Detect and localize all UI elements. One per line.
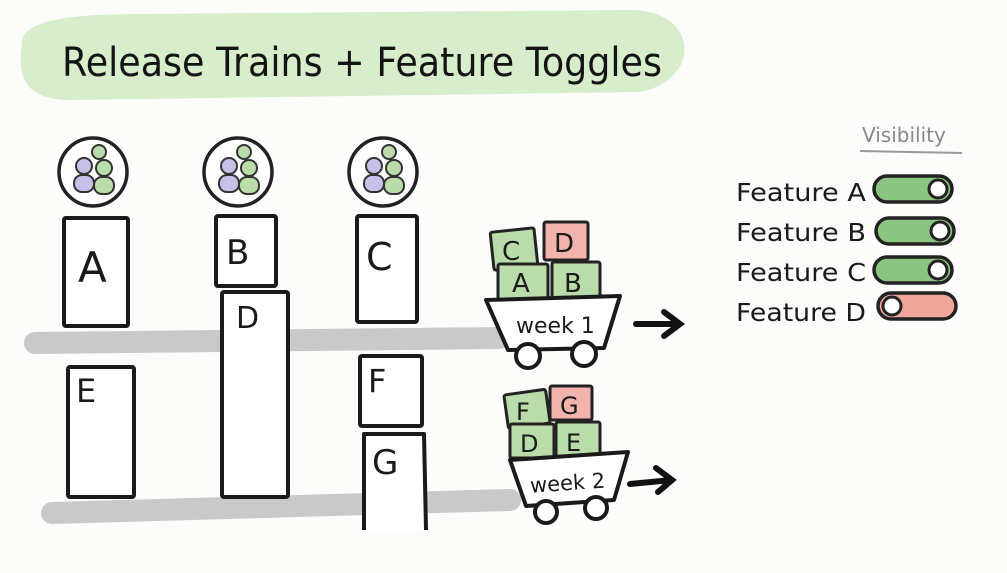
toggle-row-feature-b: Feature B: [736, 216, 956, 247]
arrow-right-icon: [633, 309, 685, 339]
toggle-knob: [927, 259, 949, 281]
work-item-box: [214, 214, 278, 288]
work-item-label: A: [78, 243, 107, 292]
team-avatar-icon: [57, 136, 129, 208]
visibility-panel: Visibility Feature A Feature B Feature C…: [736, 123, 963, 327]
feature-crate: [542, 220, 590, 262]
title-highlight: [20, 10, 685, 100]
work-item-box: [220, 290, 290, 499]
toggle-label: Feature C: [736, 258, 866, 287]
release-train-week-1: C D C A B week 1: [484, 220, 685, 370]
cart-wheel: [533, 499, 559, 525]
release-train-week-2: F G D E week 2: [502, 384, 677, 525]
visibility-heading: Visibility: [862, 123, 946, 147]
work-item-label: D: [236, 301, 259, 336]
crate-label: D: [554, 229, 574, 259]
toggle-row-feature-c: Feature C: [736, 255, 954, 287]
team-avatar-icon: [347, 136, 419, 208]
crate-label: D: [520, 430, 538, 458]
team-avatar-icon: [202, 136, 274, 208]
crate-label: A: [512, 269, 530, 299]
mine-cart: [508, 450, 630, 508]
work-item-label: F: [368, 362, 386, 400]
work-item-box: [355, 214, 419, 324]
toggle-knob: [929, 220, 951, 242]
track-week-2: [41, 489, 521, 524]
toggle-row-feature-a: Feature A: [736, 174, 954, 207]
toggle-row-feature-d: Feature D: [736, 291, 958, 327]
arrow-right-icon: [627, 465, 677, 495]
cart-label: week 2: [529, 469, 606, 498]
toggle-knob: [927, 178, 949, 200]
crate-label: F: [516, 398, 530, 426]
cart-wheel: [583, 495, 609, 521]
toggle-label: Feature B: [736, 218, 866, 247]
toggle-label: Feature A: [736, 178, 866, 207]
work-item-label: G: [372, 443, 398, 483]
toggle-label: Feature D: [736, 298, 866, 327]
cart-wheel: [514, 342, 542, 370]
work-item-label: C: [366, 235, 393, 279]
title-banner: Release Trains + Feature Toggles: [20, 10, 685, 100]
cart-label: week 1: [516, 314, 595, 339]
work-item-box: [62, 216, 130, 328]
mine-cart: [484, 294, 622, 352]
team-1: A E: [57, 136, 136, 499]
toggle-knob: [881, 295, 903, 317]
work-item-box-open: [362, 432, 428, 531]
team-3: C F G: [347, 136, 428, 531]
crate-label: C: [502, 237, 520, 267]
cart-wheel: [570, 340, 598, 368]
work-item-label: B: [226, 233, 249, 273]
work-item-box: [66, 365, 136, 499]
crate-label: E: [566, 429, 581, 457]
crate-label: G: [560, 392, 579, 420]
work-item-label: E: [76, 372, 96, 410]
page-title: Release Trains + Feature Toggles: [62, 40, 662, 86]
visibility-underline: [859, 150, 963, 154]
team-2: B D: [202, 136, 290, 499]
work-item-box: [358, 354, 424, 428]
crate-label: B: [564, 269, 582, 299]
feature-crate: [548, 384, 594, 422]
